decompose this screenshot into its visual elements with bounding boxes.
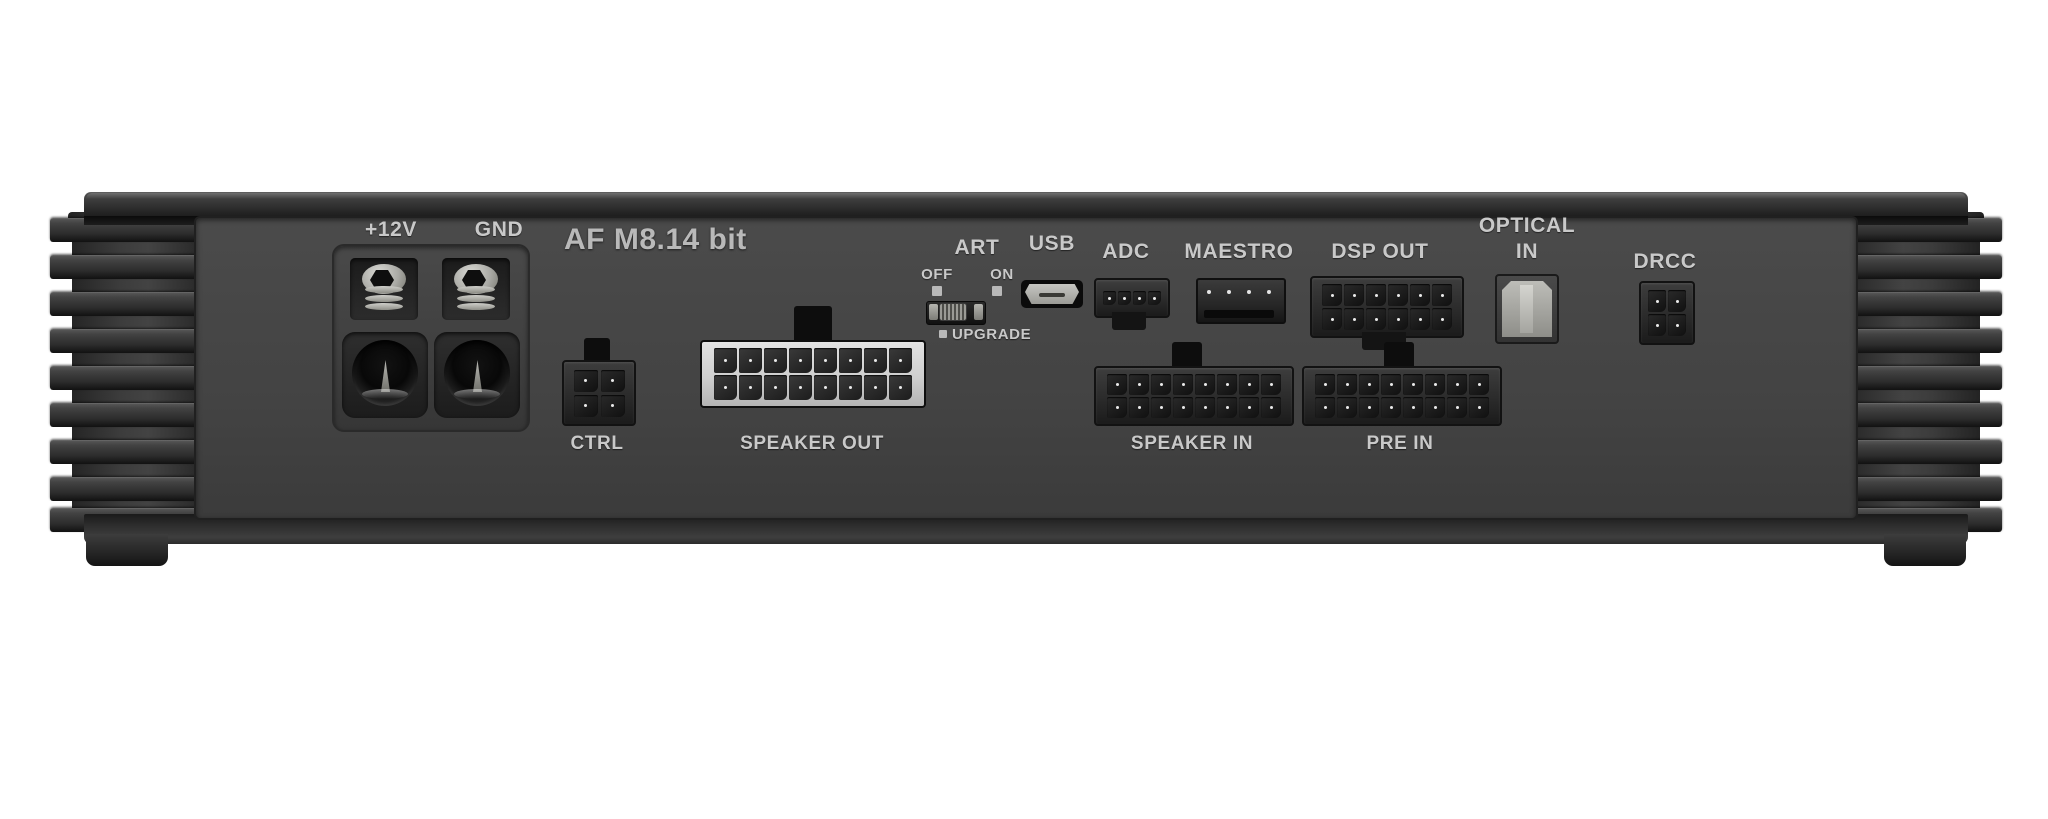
heatsink-left: [48, 212, 200, 532]
heatsink-gap: [48, 464, 72, 477]
art-switch-on-label: ON: [990, 266, 1014, 283]
heatsink-gap: [1980, 353, 2004, 366]
connector-maestro-label: MAESTRO: [1184, 240, 1294, 263]
connector-adc-label: ADC: [1102, 240, 1150, 263]
power-screw-well-positive: [350, 258, 418, 320]
connector-speaker-out-label: SPEAKER OUT: [740, 433, 884, 454]
rear-faceplate: +12V GND AF M8.14 bit: [196, 214, 1856, 518]
heatsink-fin: [1852, 477, 2002, 501]
pre-in-latch: [1384, 342, 1414, 368]
heatsink-fin: [50, 440, 200, 464]
heatsink-fin: [1852, 403, 2002, 427]
pre-in-pin-grid: [1315, 374, 1489, 418]
set-screw-icon[interactable]: [358, 264, 410, 316]
maestro-pin-row: [1207, 290, 1271, 294]
dsp-out-pin-grid: [1322, 284, 1452, 330]
heatsink-right: [1852, 212, 2004, 532]
heatsink-gap: [48, 427, 72, 440]
art-switch-off-label: OFF: [921, 266, 953, 283]
adc-latch: [1112, 312, 1146, 330]
lid-highlight: [86, 193, 1966, 199]
set-screw-icon[interactable]: [450, 264, 502, 316]
heatsink-gap: [48, 279, 72, 292]
speaker-in-pin-grid: [1107, 374, 1281, 418]
connector-dsp-out-label: DSP OUT: [1331, 240, 1429, 263]
heatsink-fin: [50, 477, 200, 501]
art-upgrade-marker: [939, 330, 947, 338]
heatsink-fin: [1852, 255, 2002, 279]
usb-port[interactable]: [1021, 280, 1083, 308]
speaker-in-latch: [1172, 342, 1202, 368]
chassis-foot-right: [1884, 534, 1966, 566]
chassis-foot-left: [86, 534, 168, 566]
chassis-top-lid: [84, 192, 1968, 220]
connector-ctrl-label: CTRL: [570, 433, 624, 454]
toslink-door: [1502, 281, 1552, 337]
maestro-slot: [1204, 310, 1274, 318]
ctrl-latch: [584, 338, 610, 362]
heatsink-fin: [50, 329, 200, 353]
heatsink-fin: [1852, 440, 2002, 464]
amplifier-chassis: +12V GND AF M8.14 bit: [48, 192, 2004, 572]
connector-speaker-in-label: SPEAKER IN: [1130, 433, 1254, 454]
power-positive-label: +12V: [364, 218, 418, 241]
heatsink-gap: [48, 242, 72, 255]
heatsink-fin: [50, 292, 200, 316]
heatsink-gap: [48, 390, 72, 403]
heatsink-gap: [1980, 316, 2004, 329]
heatsink-gap: [1980, 427, 2004, 440]
heatsink-fin: [50, 366, 200, 390]
optical-in-port[interactable]: [1495, 274, 1559, 344]
art-on-marker: [992, 286, 1002, 296]
power-terminal-block: [332, 244, 530, 432]
heatsink-fin: [1852, 329, 2002, 353]
model-name: AF M8.14 bit: [564, 223, 747, 256]
power-cable-hole-positive[interactable]: [342, 332, 428, 418]
optical-in-label-line1: OPTICAL: [1478, 214, 1576, 237]
ctrl-pin-grid: [573, 369, 625, 417]
heatsink-gap: [1980, 242, 2004, 255]
usb-label: USB: [1028, 232, 1076, 255]
heatsink-fin: [1852, 292, 2002, 316]
speaker-out-latch: [794, 306, 832, 342]
power-ground-label: GND: [474, 218, 524, 241]
speaker-out-pin-grid: [714, 348, 912, 400]
art-slide-switch[interactable]: [926, 301, 986, 325]
heatsink-fin: [1852, 366, 2002, 390]
connector-drcc-label: DRCC: [1633, 250, 1697, 273]
heatsink-gap: [48, 316, 72, 329]
optical-in-label-line2: IN: [1515, 240, 1539, 263]
power-cable-hole-ground[interactable]: [434, 332, 520, 418]
art-upgrade-label: UPGRADE: [952, 326, 1032, 343]
art-switch-title: ART: [954, 236, 1000, 259]
heatsink-fin: [50, 255, 200, 279]
heatsink-gap: [48, 353, 72, 366]
art-off-marker: [932, 286, 942, 296]
connector-pre-in-label: PRE IN: [1366, 433, 1434, 454]
drcc-pin-grid: [1648, 290, 1686, 336]
heatsink-gap: [1980, 279, 2004, 292]
power-screw-well-ground: [442, 258, 510, 320]
maestro-shell: [1196, 278, 1286, 324]
chassis-bottom-base: [84, 514, 1968, 544]
adc-pin-grid: [1103, 291, 1161, 305]
heatsink-fin: [50, 403, 200, 427]
heatsink-gap: [1980, 390, 2004, 403]
heatsink-gap: [1980, 464, 2004, 477]
